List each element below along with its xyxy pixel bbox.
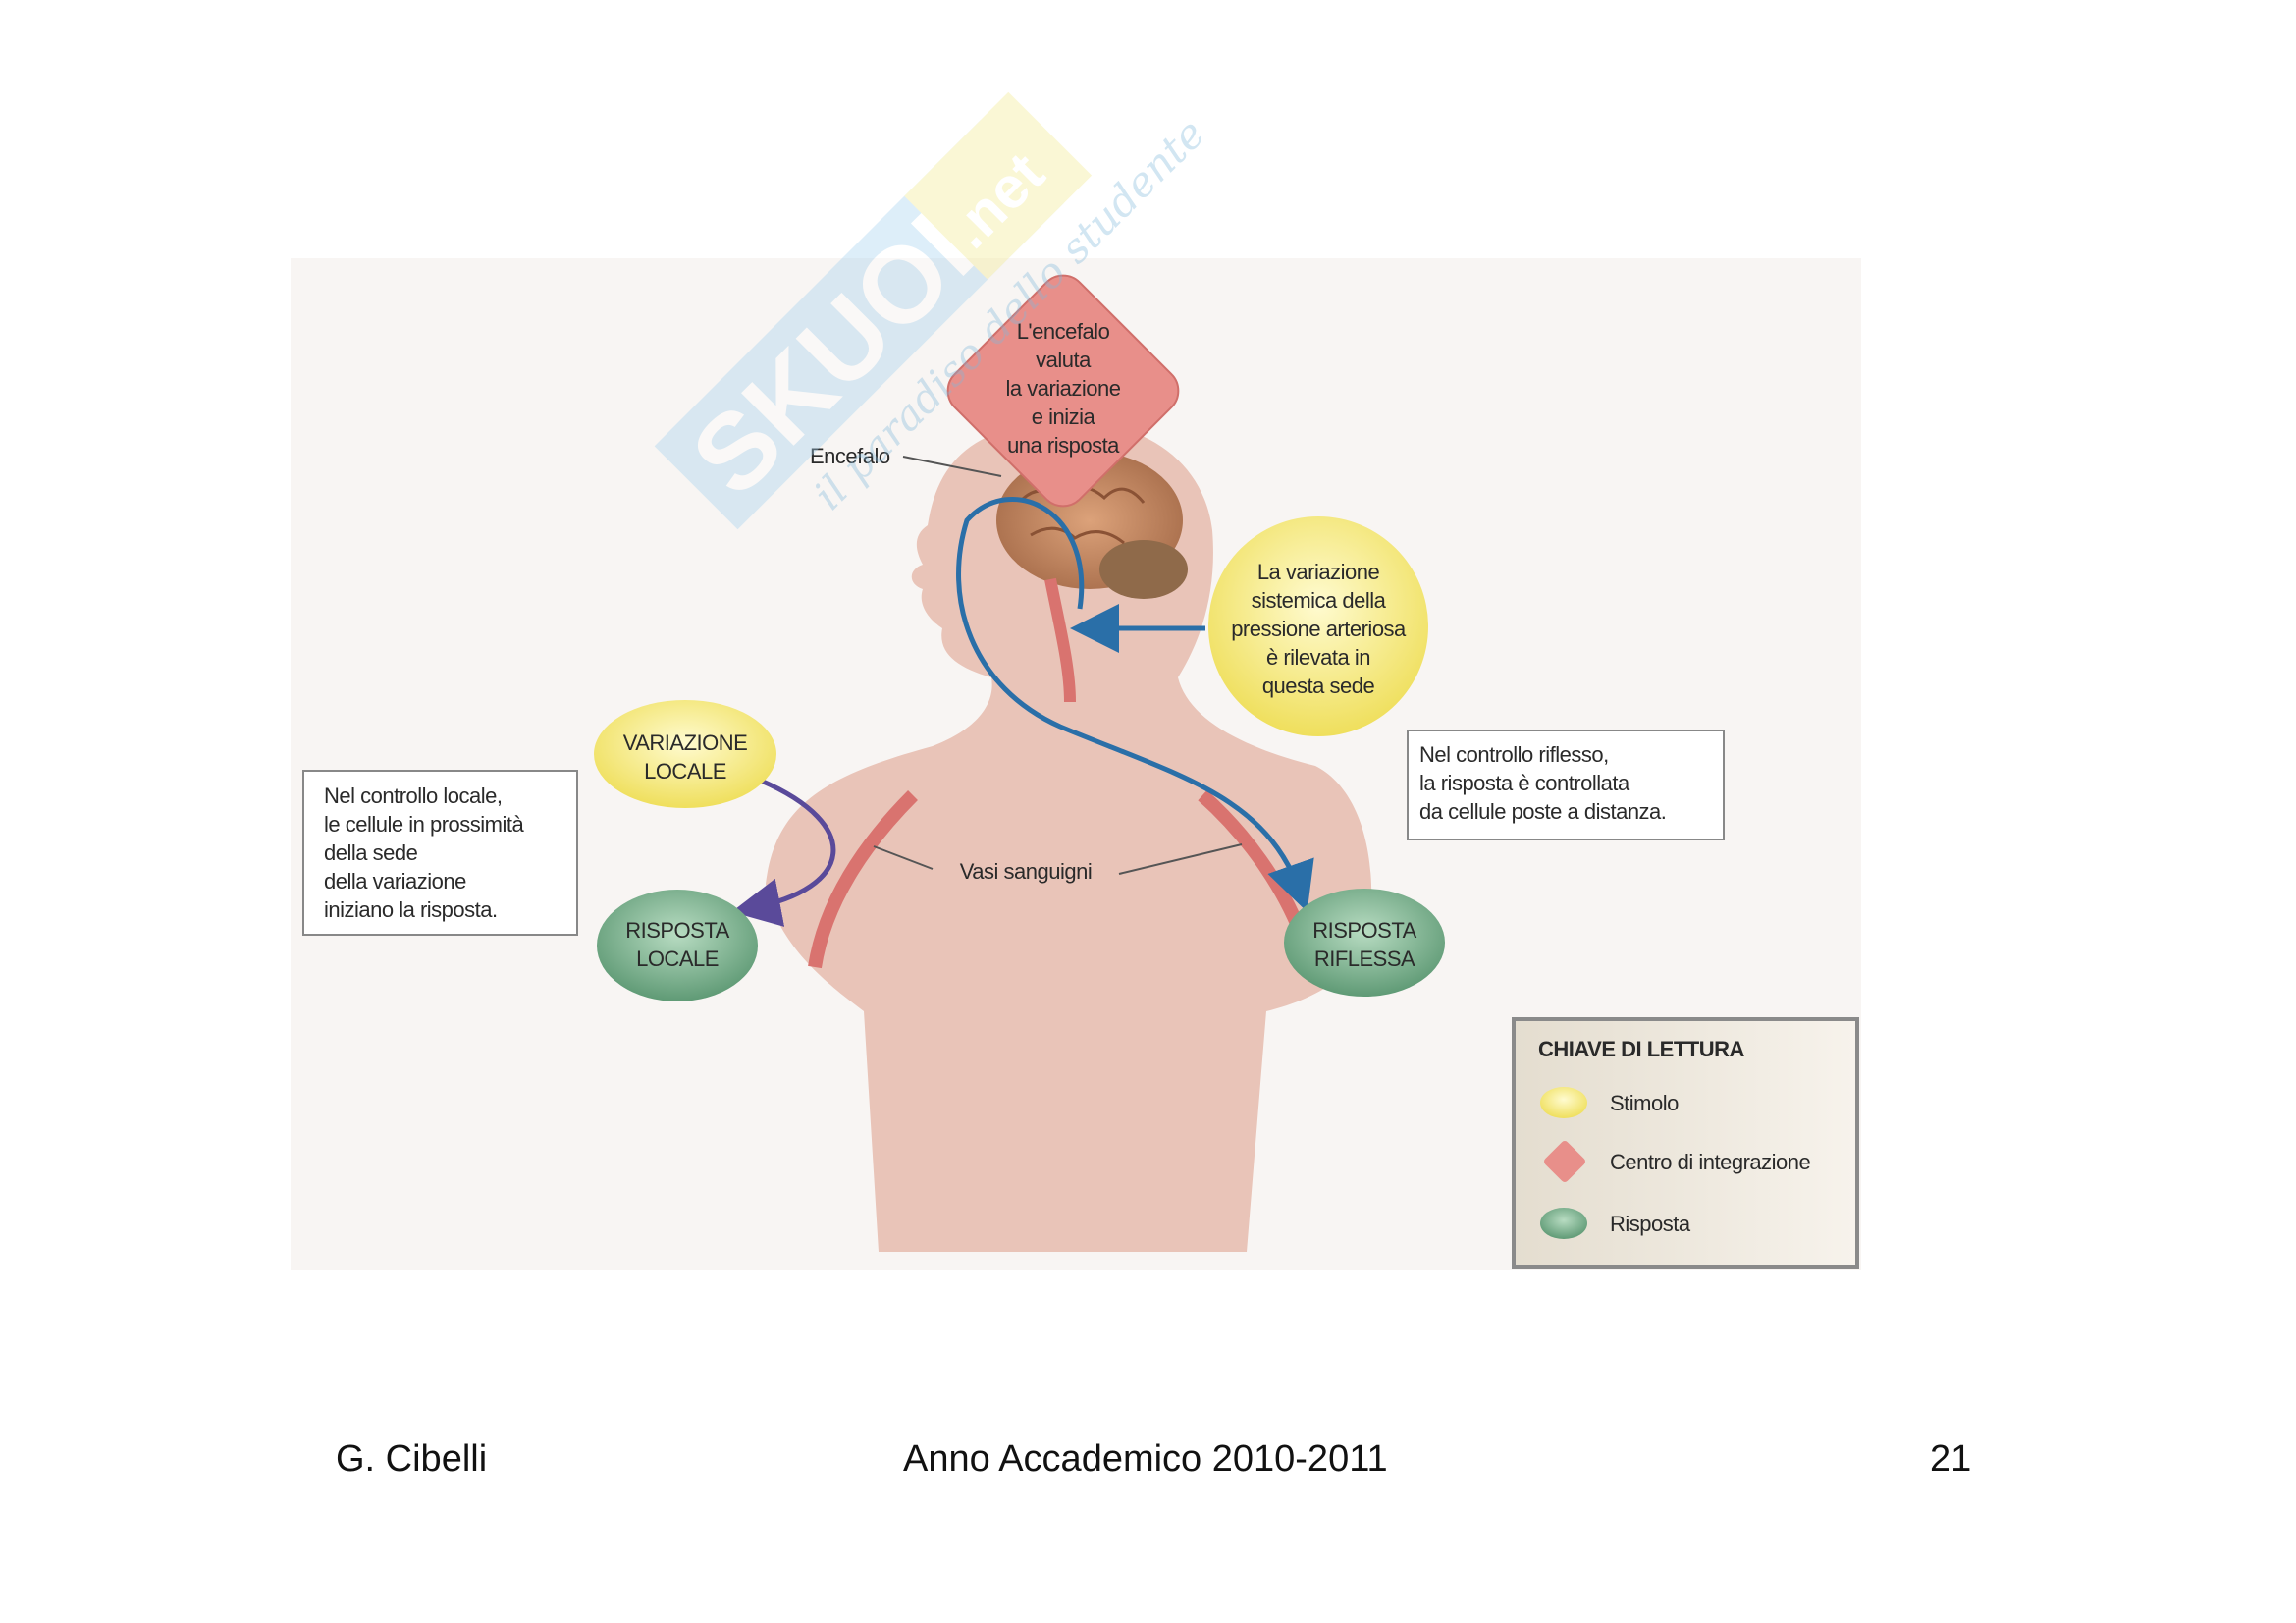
right-blood-vessel bbox=[1198, 789, 1308, 936]
local-control-note-text: Nel controllo locale, le cellule in pros… bbox=[324, 784, 525, 922]
local-response-text: RISPOSTA bbox=[625, 918, 729, 943]
integration-legend-icon bbox=[1544, 1141, 1585, 1182]
systemic-stimulus-circle bbox=[1208, 516, 1428, 736]
legend-item-stimulus: Stimolo bbox=[1610, 1091, 1679, 1115]
reflex-control-note-text: Nel controllo riflesso, la risposta è co… bbox=[1419, 742, 1667, 824]
brain-label: Encefalo bbox=[810, 444, 890, 468]
svg-text:questa sede: questa sede bbox=[1262, 674, 1375, 698]
svg-text:pressione arteriosa: pressione arteriosa bbox=[1231, 617, 1407, 641]
svg-text:la risposta è controllata: la risposta è controllata bbox=[1419, 771, 1630, 795]
svg-text:L'encefalo: L'encefalo bbox=[1017, 319, 1110, 344]
reflex-pathway-arrow bbox=[956, 496, 1314, 912]
local-stimulus-text: LOCALE bbox=[644, 759, 726, 784]
svg-text:della variazione: della variazione bbox=[324, 869, 466, 893]
left-blood-vessel bbox=[808, 790, 918, 969]
page-number: 21 bbox=[1930, 1438, 1972, 1480]
systemic-stimulus-text: La variazione sistemica della pressione … bbox=[1231, 560, 1407, 698]
local-stimulus-text: VARIAZIONE bbox=[623, 730, 748, 755]
vessels-label: Vasi sanguigni bbox=[960, 859, 1092, 884]
legend-title: CHIAVE DI LETTURA bbox=[1538, 1037, 1744, 1061]
carotid-vessel bbox=[1044, 577, 1076, 703]
svg-text:da cellule poste a distanza.: da cellule poste a distanza. bbox=[1419, 799, 1666, 824]
svg-text:sistemica della: sistemica della bbox=[1252, 588, 1387, 613]
integration-center-text: L'encefalo valuta la variazione e inizia… bbox=[1005, 319, 1121, 458]
svg-text:una risposta: una risposta bbox=[1007, 433, 1120, 458]
local-pathway-arrow bbox=[731, 778, 836, 927]
footer-author: G. Cibelli bbox=[336, 1438, 488, 1480]
svg-text:è rilevata in: è rilevata in bbox=[1266, 645, 1370, 670]
svg-text:La variazione: La variazione bbox=[1257, 560, 1380, 584]
local-response-text: LOCALE bbox=[636, 947, 719, 971]
local-stimulus-ellipse bbox=[594, 700, 776, 808]
vessel-leader-line-right bbox=[1118, 843, 1243, 875]
svg-text:iniziano la risposta.: iniziano la risposta. bbox=[324, 897, 498, 922]
svg-text:valuta: valuta bbox=[1036, 348, 1092, 372]
svg-text:della sede: della sede bbox=[324, 840, 418, 865]
stimulus-legend-icon bbox=[1540, 1087, 1587, 1118]
reflex-control-note-box bbox=[1407, 730, 1725, 840]
legend-item-response: Risposta bbox=[1610, 1212, 1691, 1236]
reflex-response-text: RIFLESSA bbox=[1314, 947, 1415, 971]
footer-academic-year: Anno Accademico 2010-2011 bbox=[903, 1438, 1388, 1480]
reflex-response-text: RISPOSTA bbox=[1312, 918, 1416, 943]
svg-text:la variazione: la variazione bbox=[1005, 376, 1120, 401]
legend-item-integration: Centro di integrazione bbox=[1610, 1150, 1811, 1174]
reflex-response-ellipse bbox=[1284, 889, 1445, 997]
human-silhouette bbox=[766, 420, 1372, 1252]
svg-text:Nel controllo locale,: Nel controllo locale, bbox=[324, 784, 502, 808]
local-control-note-box bbox=[302, 770, 578, 936]
svg-text:e inizia: e inizia bbox=[1032, 405, 1096, 429]
response-legend-icon bbox=[1540, 1208, 1587, 1239]
local-response-ellipse bbox=[597, 890, 758, 1001]
svg-text:le cellule in prossimità: le cellule in prossimità bbox=[324, 812, 524, 837]
vessel-leader-line-left bbox=[873, 845, 934, 870]
svg-text:Nel controllo riflesso,: Nel controllo riflesso, bbox=[1419, 742, 1609, 767]
legend: CHIAVE DI LETTURA Stimolo Centro di inte… bbox=[1512, 1017, 1859, 1269]
integration-center-diamond bbox=[946, 274, 1180, 508]
brain-leader-line bbox=[902, 456, 1002, 477]
